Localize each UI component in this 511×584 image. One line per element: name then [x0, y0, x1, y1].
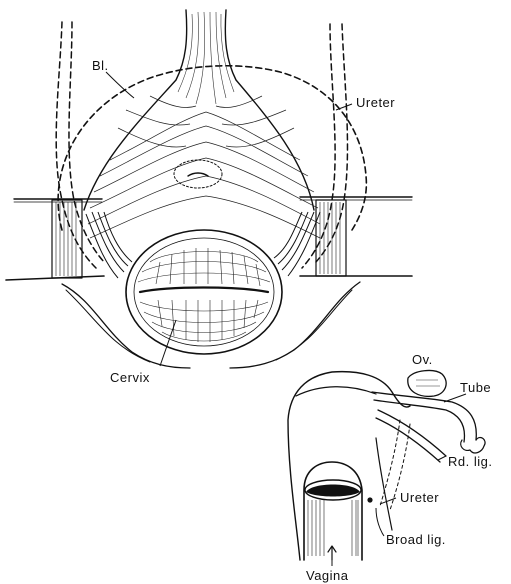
label-vagina: Vagina [306, 568, 349, 583]
vagina-cylinder [304, 462, 373, 560]
label-broad-ligament: Broad lig. [386, 532, 446, 547]
label-bladder: Bl. [92, 58, 109, 73]
ovary-shape [408, 371, 446, 397]
vaginal-wall-folds [88, 96, 320, 238]
round-ligament [376, 410, 446, 462]
main-surgical-view: Bl. Ureter Cervix [6, 10, 412, 385]
label-round-ligament: Rd. lig. [448, 454, 492, 469]
inset-uterus-view: Ov. Tube Rd. lig. Ureter Broad lig. Vagi… [288, 352, 492, 583]
lateral-fold-shading [86, 212, 320, 278]
fallopian-tube [372, 392, 485, 453]
broad-ligament-lines [376, 420, 410, 530]
label-ovary: Ov. [412, 352, 433, 367]
label-cervix: Cervix [110, 370, 150, 385]
label-ureter-inset: Ureter [400, 490, 439, 505]
label-tube: Tube [460, 380, 491, 395]
meatus-oval [174, 160, 222, 188]
cervix-drawing [126, 230, 282, 354]
lower-tissue-flaps [62, 282, 360, 368]
label-ureter-top: Ureter [356, 95, 395, 110]
